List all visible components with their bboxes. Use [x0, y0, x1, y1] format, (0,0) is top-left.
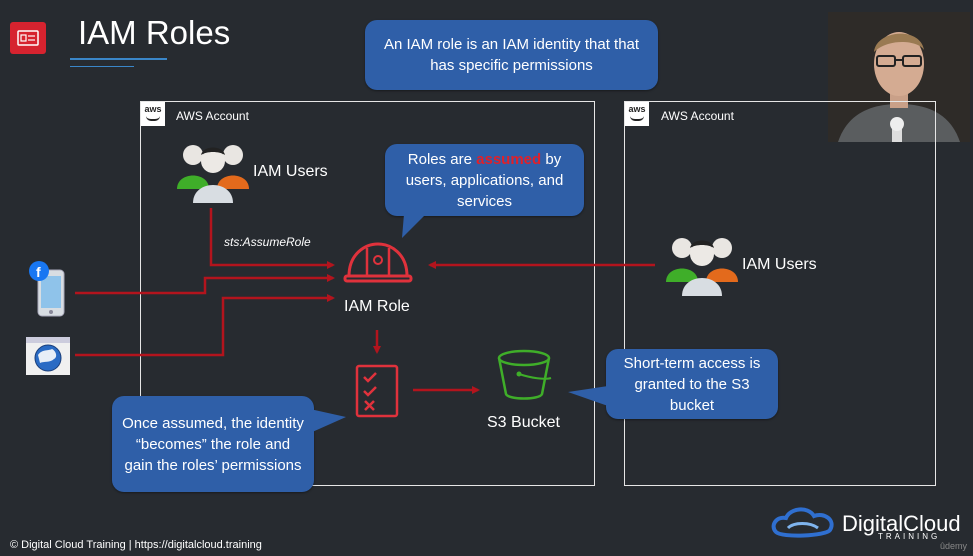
- iam-users-left-label: IAM Users: [253, 163, 328, 180]
- becomes-callout: Once assumed, the identity “becomes” the…: [112, 396, 314, 492]
- checklist-icon: [354, 363, 400, 419]
- short-term-callout: Short-term access is granted to the S3 b…: [606, 349, 778, 419]
- user-group-icon-right: [666, 234, 738, 298]
- iam-badge-icon: [10, 22, 46, 54]
- mobile-phone-icon: f: [28, 260, 68, 318]
- udemy-watermark: ûdemy: [940, 541, 968, 551]
- definition-callout: An IAM role is an IAM identity that that…: [365, 20, 658, 90]
- svg-text:f: f: [36, 264, 41, 280]
- presenter-video: [828, 12, 970, 142]
- aws-logo-left: aws: [141, 102, 165, 126]
- aws-account-label-left: AWS Account: [176, 109, 249, 123]
- aws-account-label-right: AWS Account: [661, 109, 734, 123]
- user-group-icon: [177, 141, 249, 205]
- short-term-text: Short-term access is granted to the S3 b…: [623, 354, 761, 414]
- s3-bucket-icon: [495, 348, 553, 402]
- assumed-prefix: Roles are: [407, 150, 477, 168]
- aws-account-right: [624, 101, 936, 486]
- brand-subtitle: TRAINING: [878, 532, 941, 541]
- aws-logo-right: aws: [625, 102, 649, 126]
- assumed-suffix: by users, applications, and services: [405, 150, 564, 210]
- s3-bucket-label: S3 Bucket: [487, 414, 560, 431]
- brand-name: DigitalCloud: [842, 511, 961, 536]
- aws-logo-text-left: aws: [144, 104, 162, 114]
- title-underline: [70, 58, 167, 60]
- assumed-callout: Roles are assumed by users, applications…: [385, 144, 584, 216]
- iam-users-right-label: IAM Users: [742, 256, 817, 273]
- web-browser-icon: [26, 337, 70, 375]
- cloud-logo-icon: [770, 504, 838, 542]
- page-title: IAM Roles: [78, 14, 231, 51]
- arrow-browser-to-role: [75, 294, 335, 357]
- definition-text: An IAM role is an IAM identity that that…: [383, 36, 640, 74]
- footer-copyright: © Digital Cloud Training | https://digit…: [10, 539, 262, 551]
- sts-assume-role-label: sts:AssumeRole: [224, 235, 311, 249]
- assumed-callout-tail: [402, 214, 426, 238]
- becomes-text: Once assumed, the identity “becomes” the…: [122, 414, 304, 474]
- short-term-callout-tail: [568, 386, 608, 406]
- hard-hat-icon: [343, 240, 413, 284]
- assumed-highlight: assumed: [476, 150, 542, 168]
- becomes-callout-tail: [310, 409, 346, 433]
- arrow-users-to-role: [209, 208, 335, 269]
- iam-role-label: IAM Role: [344, 298, 410, 315]
- assumed-callout-text: Roles are assumed by users, applications…: [395, 149, 575, 212]
- title-underline-secondary: [70, 66, 134, 67]
- aws-logo-text-right: aws: [628, 104, 646, 114]
- arrow-mobile-to-role: [75, 274, 335, 295]
